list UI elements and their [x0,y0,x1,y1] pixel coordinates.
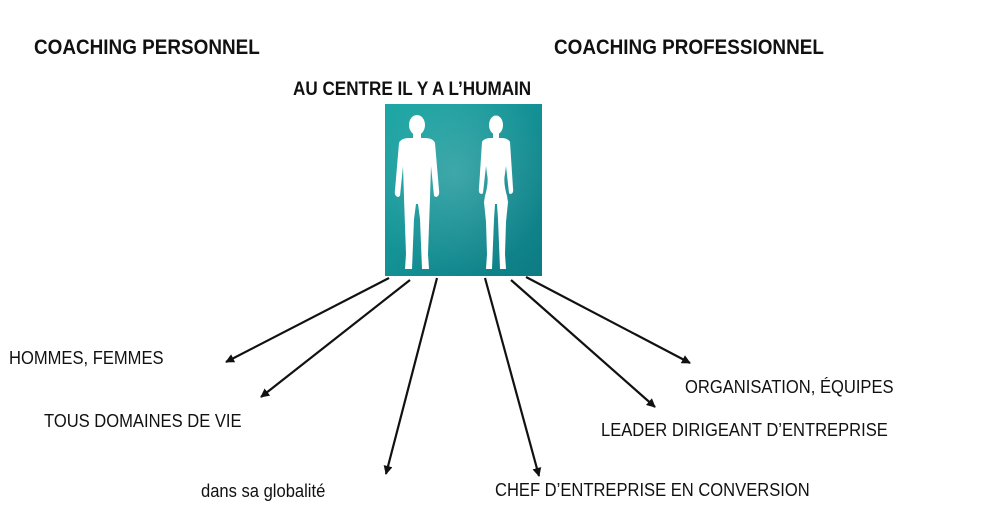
arrow-to-chef-entreprise [483,277,542,477]
label-hommes-femmes: HOMMES, FEMMES [9,348,164,368]
label-tous-domaines-de-vie: TOUS DOMAINES DE VIE [44,411,242,431]
label-chef-entreprise-conversion: CHEF D’ENTREPRISE EN CONVERSION [495,480,810,500]
label-leader-dirigeant: LEADER DIRIGEANT D’ENTREPRISE [601,420,888,440]
arrow-to-leader [510,279,656,408]
male-silhouette-icon [394,115,440,269]
heading-coaching-personnel: COACHING PERSONNEL [34,36,260,59]
arrow-to-tous-domaines [260,279,411,398]
female-silhouette-icon [478,115,514,269]
arrow-to-organisation [525,276,691,364]
heading-coaching-professionnel: COACHING PROFESSIONNEL [554,36,824,59]
human-silhouettes-icon [385,104,542,276]
heading-center-human: AU CENTRE IL Y A L’HUMAIN [293,79,532,100]
label-dans-sa-globalite: dans sa globalité [201,481,326,501]
arrow-to-globalite [383,277,439,475]
arrow-to-hommes-femmes [225,277,390,363]
label-organisation-equipes: ORGANISATION, ÉQUIPES [685,377,894,397]
